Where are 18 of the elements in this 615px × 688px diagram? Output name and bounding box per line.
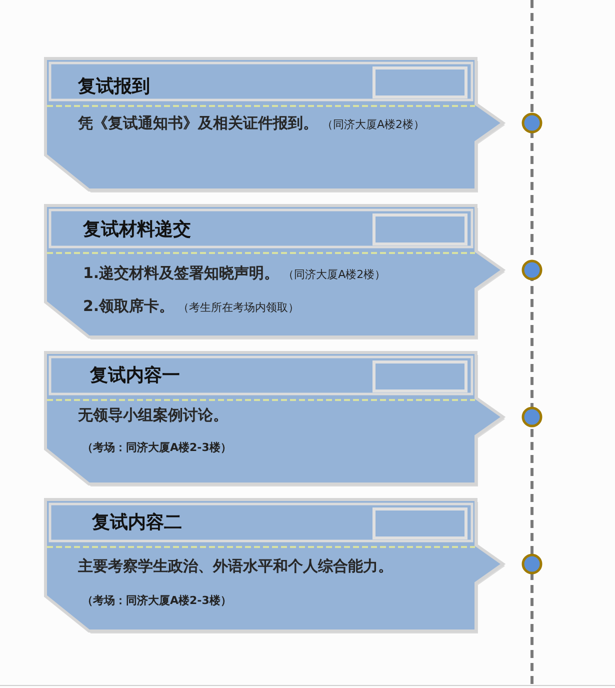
step-text: 1.递交材料及签署知晓声明。 [83,263,280,284]
step-text: 2.领取席卡。 [83,296,174,317]
timeline-card [44,498,506,634]
card-heading: 复试内容一 [90,365,180,387]
card-heading: 复试报到 [78,76,150,98]
step-text: 主要考察学生政治、外语水平和个人综合能力。 [78,556,393,577]
timeline-card [44,57,506,193]
timeline-card [44,351,506,487]
location-note: （同济大厦A楼2楼） [322,117,425,133]
step-text: 凭《复试通知书》及相关证件报到。 [78,113,318,134]
timeline-card [44,204,506,340]
location-note: （考生所在考场内领取） [178,300,300,316]
card-heading: 复试内容二 [92,512,182,534]
location-note: （同济大厦A楼2楼） [283,267,386,283]
step-text: 无领导小组案例讨论。 [78,405,228,426]
card-heading: 复试材料递交 [83,219,191,241]
location-note: （考场：同济大厦A楼2-3楼） [82,440,232,456]
location-note: （考场：同济大厦A楼2-3楼） [82,593,232,609]
